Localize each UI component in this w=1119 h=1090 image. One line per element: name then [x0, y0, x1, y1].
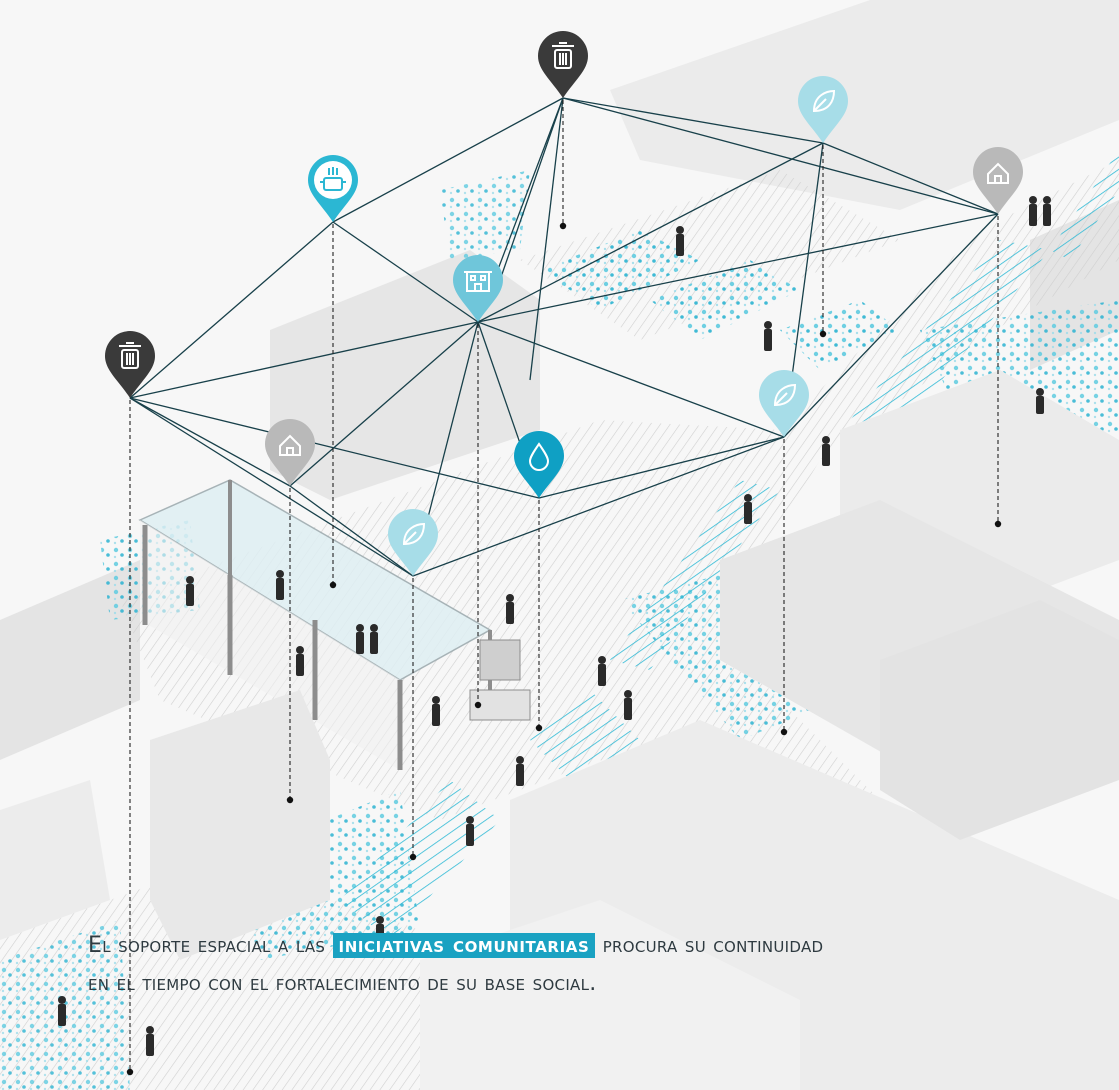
house-icon	[987, 162, 1009, 184]
people	[58, 196, 1051, 1056]
trash-icon	[552, 42, 574, 69]
leaf-icon	[402, 522, 426, 546]
caption-highlight: iniciativas comunitarias	[332, 933, 596, 958]
house-pin-left	[265, 419, 315, 486]
house-icon	[279, 434, 301, 456]
trash-pin-top	[538, 31, 588, 98]
caption: El soporte espacial a las iniciativas co…	[88, 927, 1048, 1003]
water-pin	[514, 431, 564, 498]
leaf-icon	[773, 383, 797, 407]
leaf-pin-center	[388, 509, 438, 576]
community-building-icon	[464, 271, 492, 292]
caption-line-1: El soporte espacial a las iniciativas co…	[88, 927, 1048, 965]
water-drop-icon	[528, 442, 550, 471]
community-shelter	[138, 479, 531, 770]
map-pins	[105, 31, 1023, 576]
trash-icon	[119, 342, 141, 369]
leaf-icon	[812, 89, 836, 113]
community-building-pin	[453, 255, 503, 322]
drop-lines	[129, 100, 999, 1072]
trash-pin-left	[105, 331, 155, 398]
house-pin-right	[973, 147, 1023, 214]
buildings-foreground	[0, 370, 1119, 1090]
caption-text-before: El soporte espacial a las	[88, 933, 326, 958]
caption-line-2: en el tiempo con el fortalecimiento de s…	[88, 971, 597, 996]
stairs	[340, 150, 1119, 940]
kitchen-pin	[308, 155, 358, 222]
leaf-pin-right	[759, 370, 809, 437]
cooking-pot-icon	[320, 167, 346, 191]
leaf-pin-top-right	[798, 76, 848, 143]
drop-points	[126, 222, 1002, 1076]
caption-text-after: procura su continuidad	[602, 933, 824, 958]
